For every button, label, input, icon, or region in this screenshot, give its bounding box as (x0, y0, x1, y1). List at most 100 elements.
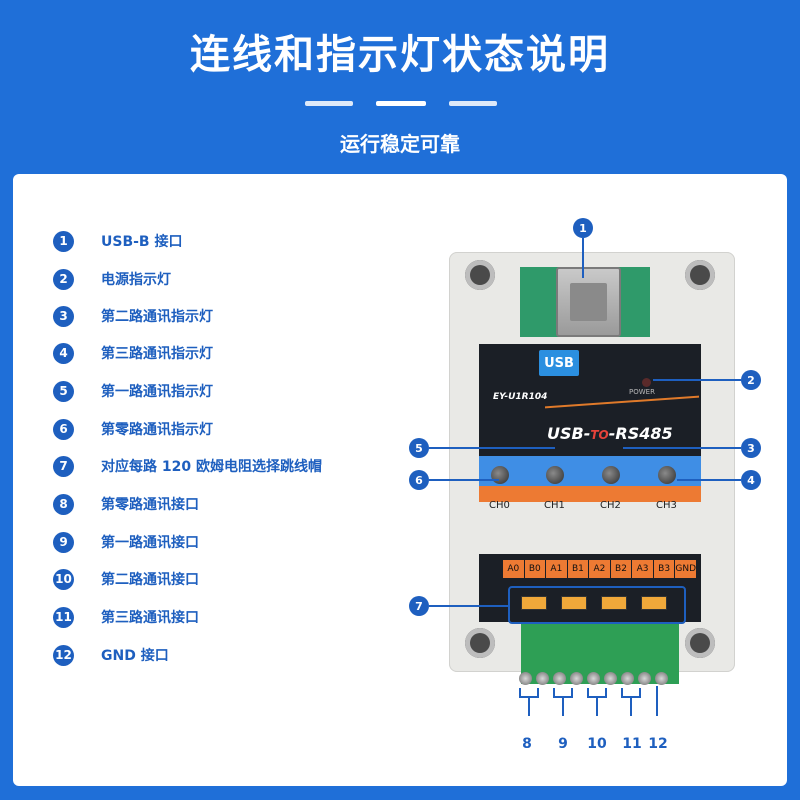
terminal-bracket (587, 688, 607, 698)
legend-item: 2 电源指示灯 (53, 268, 171, 290)
legend-number-badge: 10 (53, 568, 74, 590)
legend-text: USB-B 接口 (101, 234, 183, 250)
legend-number-badge: 7 (53, 455, 74, 477)
callout-number: 12 (648, 736, 668, 752)
page-subtitle: 运行稳定可靠 (340, 132, 460, 156)
legend-item: 12 GND 接口 (53, 644, 169, 666)
callout-badge: 1 (573, 218, 593, 238)
legend-item: 10 第二路通讯接口 (53, 568, 199, 590)
legend-text: 对应每路 120 欧姆电阻选择跳线帽 (101, 459, 322, 475)
legend-item: 3 第二路通讯指示灯 (53, 305, 213, 327)
callout-line (429, 605, 509, 607)
callout-badge: 5 (409, 438, 429, 458)
callout-line (429, 447, 555, 449)
channel-label: CH2 (600, 500, 621, 511)
terminal-bracket (621, 688, 641, 698)
callout-number: 9 (558, 736, 568, 752)
legend-text: 第三路通讯接口 (101, 610, 199, 626)
label-accent-line (545, 395, 699, 409)
terminal-screw (519, 672, 532, 685)
legend-item: 1 USB-B 接口 (53, 230, 182, 252)
legend-text: 第三路通讯指示灯 (101, 346, 213, 362)
led-ch2 (602, 466, 620, 484)
power-led (642, 378, 651, 387)
terminal-screw (570, 672, 583, 685)
terminal-screw (536, 672, 549, 685)
jumper-cap (561, 596, 587, 610)
usb-b-port (556, 267, 621, 337)
usb-port-opening (570, 283, 607, 321)
callout-badge: 3 (741, 438, 761, 458)
jumper-cap (641, 596, 667, 610)
legend-text: 第二路通讯指示灯 (101, 309, 213, 325)
led-ch0 (491, 466, 509, 484)
legend-item: 7 对应每路 120 欧姆电阻选择跳线帽 (53, 455, 322, 477)
legend-item: 6 第零路通讯指示灯 (53, 418, 213, 440)
callout-badge: 2 (741, 370, 761, 390)
legend-item: 4 第三路通讯指示灯 (53, 342, 213, 364)
terminal-screw (587, 672, 600, 685)
legend-text: 第零路通讯接口 (101, 497, 199, 513)
led-ch3 (658, 466, 676, 484)
callout-line (653, 379, 741, 381)
led-band-accent (479, 486, 701, 502)
usb-badge: USB (539, 350, 579, 376)
callout-badge: 7 (409, 596, 429, 616)
product-label: USB-TO-RS485 (547, 424, 673, 443)
callout-line (623, 447, 741, 449)
mount-hole (685, 628, 715, 658)
pin-label: B1 (567, 560, 589, 578)
legend-text: 电源指示灯 (101, 272, 171, 288)
jumper-cap (601, 596, 627, 610)
terminal-bracket (519, 688, 539, 698)
header-divider-left (305, 101, 353, 106)
legend-number-badge: 12 (53, 644, 74, 666)
legend-text: 第零路通讯指示灯 (101, 422, 213, 438)
page-title: 连线和指示灯状态说明 (190, 32, 610, 78)
legend-item: 5 第一路通讯指示灯 (53, 380, 213, 402)
pin-label-strip: A0 B0 A1 B1 A2 B2 A3 B3 GND (503, 560, 697, 578)
legend-text: GND 接口 (101, 648, 169, 664)
bracket-stem (596, 698, 598, 716)
product-label-suffix: -RS485 (608, 424, 673, 443)
legend-number-badge: 5 (53, 380, 74, 402)
pin-label: B3 (653, 560, 675, 578)
bracket-stem (528, 698, 530, 716)
callout-line (677, 479, 741, 481)
legend-number-badge: 8 (53, 493, 74, 515)
legend-item: 8 第零路通讯接口 (53, 493, 199, 515)
legend-number-badge: 3 (53, 305, 74, 327)
header-divider-center (376, 101, 426, 106)
power-label: POWER (629, 388, 655, 396)
mount-hole (465, 260, 495, 290)
jumper-highlight-box (508, 586, 686, 624)
device-label-panel: USB POWER EY-U1R104 USB-TO-RS485 (479, 344, 701, 456)
bracket-stem (656, 686, 658, 716)
mount-hole (685, 260, 715, 290)
pin-label: B0 (524, 560, 546, 578)
terminal-screw (604, 672, 617, 685)
pin-label: A3 (632, 560, 653, 578)
legend-number-badge: 2 (53, 268, 74, 290)
bracket-stem (562, 698, 564, 716)
legend-text: 第一路通讯接口 (101, 535, 199, 551)
header-divider-right (449, 101, 497, 106)
legend-number-badge: 6 (53, 418, 74, 440)
callout-badge: 4 (741, 470, 761, 490)
terminal-bracket (553, 688, 573, 698)
product-label-to: TO (590, 428, 609, 442)
device-illustration: USB POWER EY-U1R104 USB-TO-RS485 CH0 CH1… (13, 174, 787, 786)
legend-item: 11 第三路通讯接口 (53, 606, 199, 628)
terminal-screw (638, 672, 651, 685)
jumper-cap (521, 596, 547, 610)
led-ch1 (546, 466, 564, 484)
legend-item: 9 第一路通讯接口 (53, 531, 199, 553)
legend-number-badge: 4 (53, 342, 74, 364)
bracket-stem (630, 698, 632, 716)
channel-label: CH1 (544, 500, 565, 511)
callout-line (429, 479, 499, 481)
terminal-screw (621, 672, 634, 685)
pin-label: A1 (546, 560, 567, 578)
channel-label: CH3 (656, 500, 677, 511)
terminal-screw (655, 672, 668, 685)
